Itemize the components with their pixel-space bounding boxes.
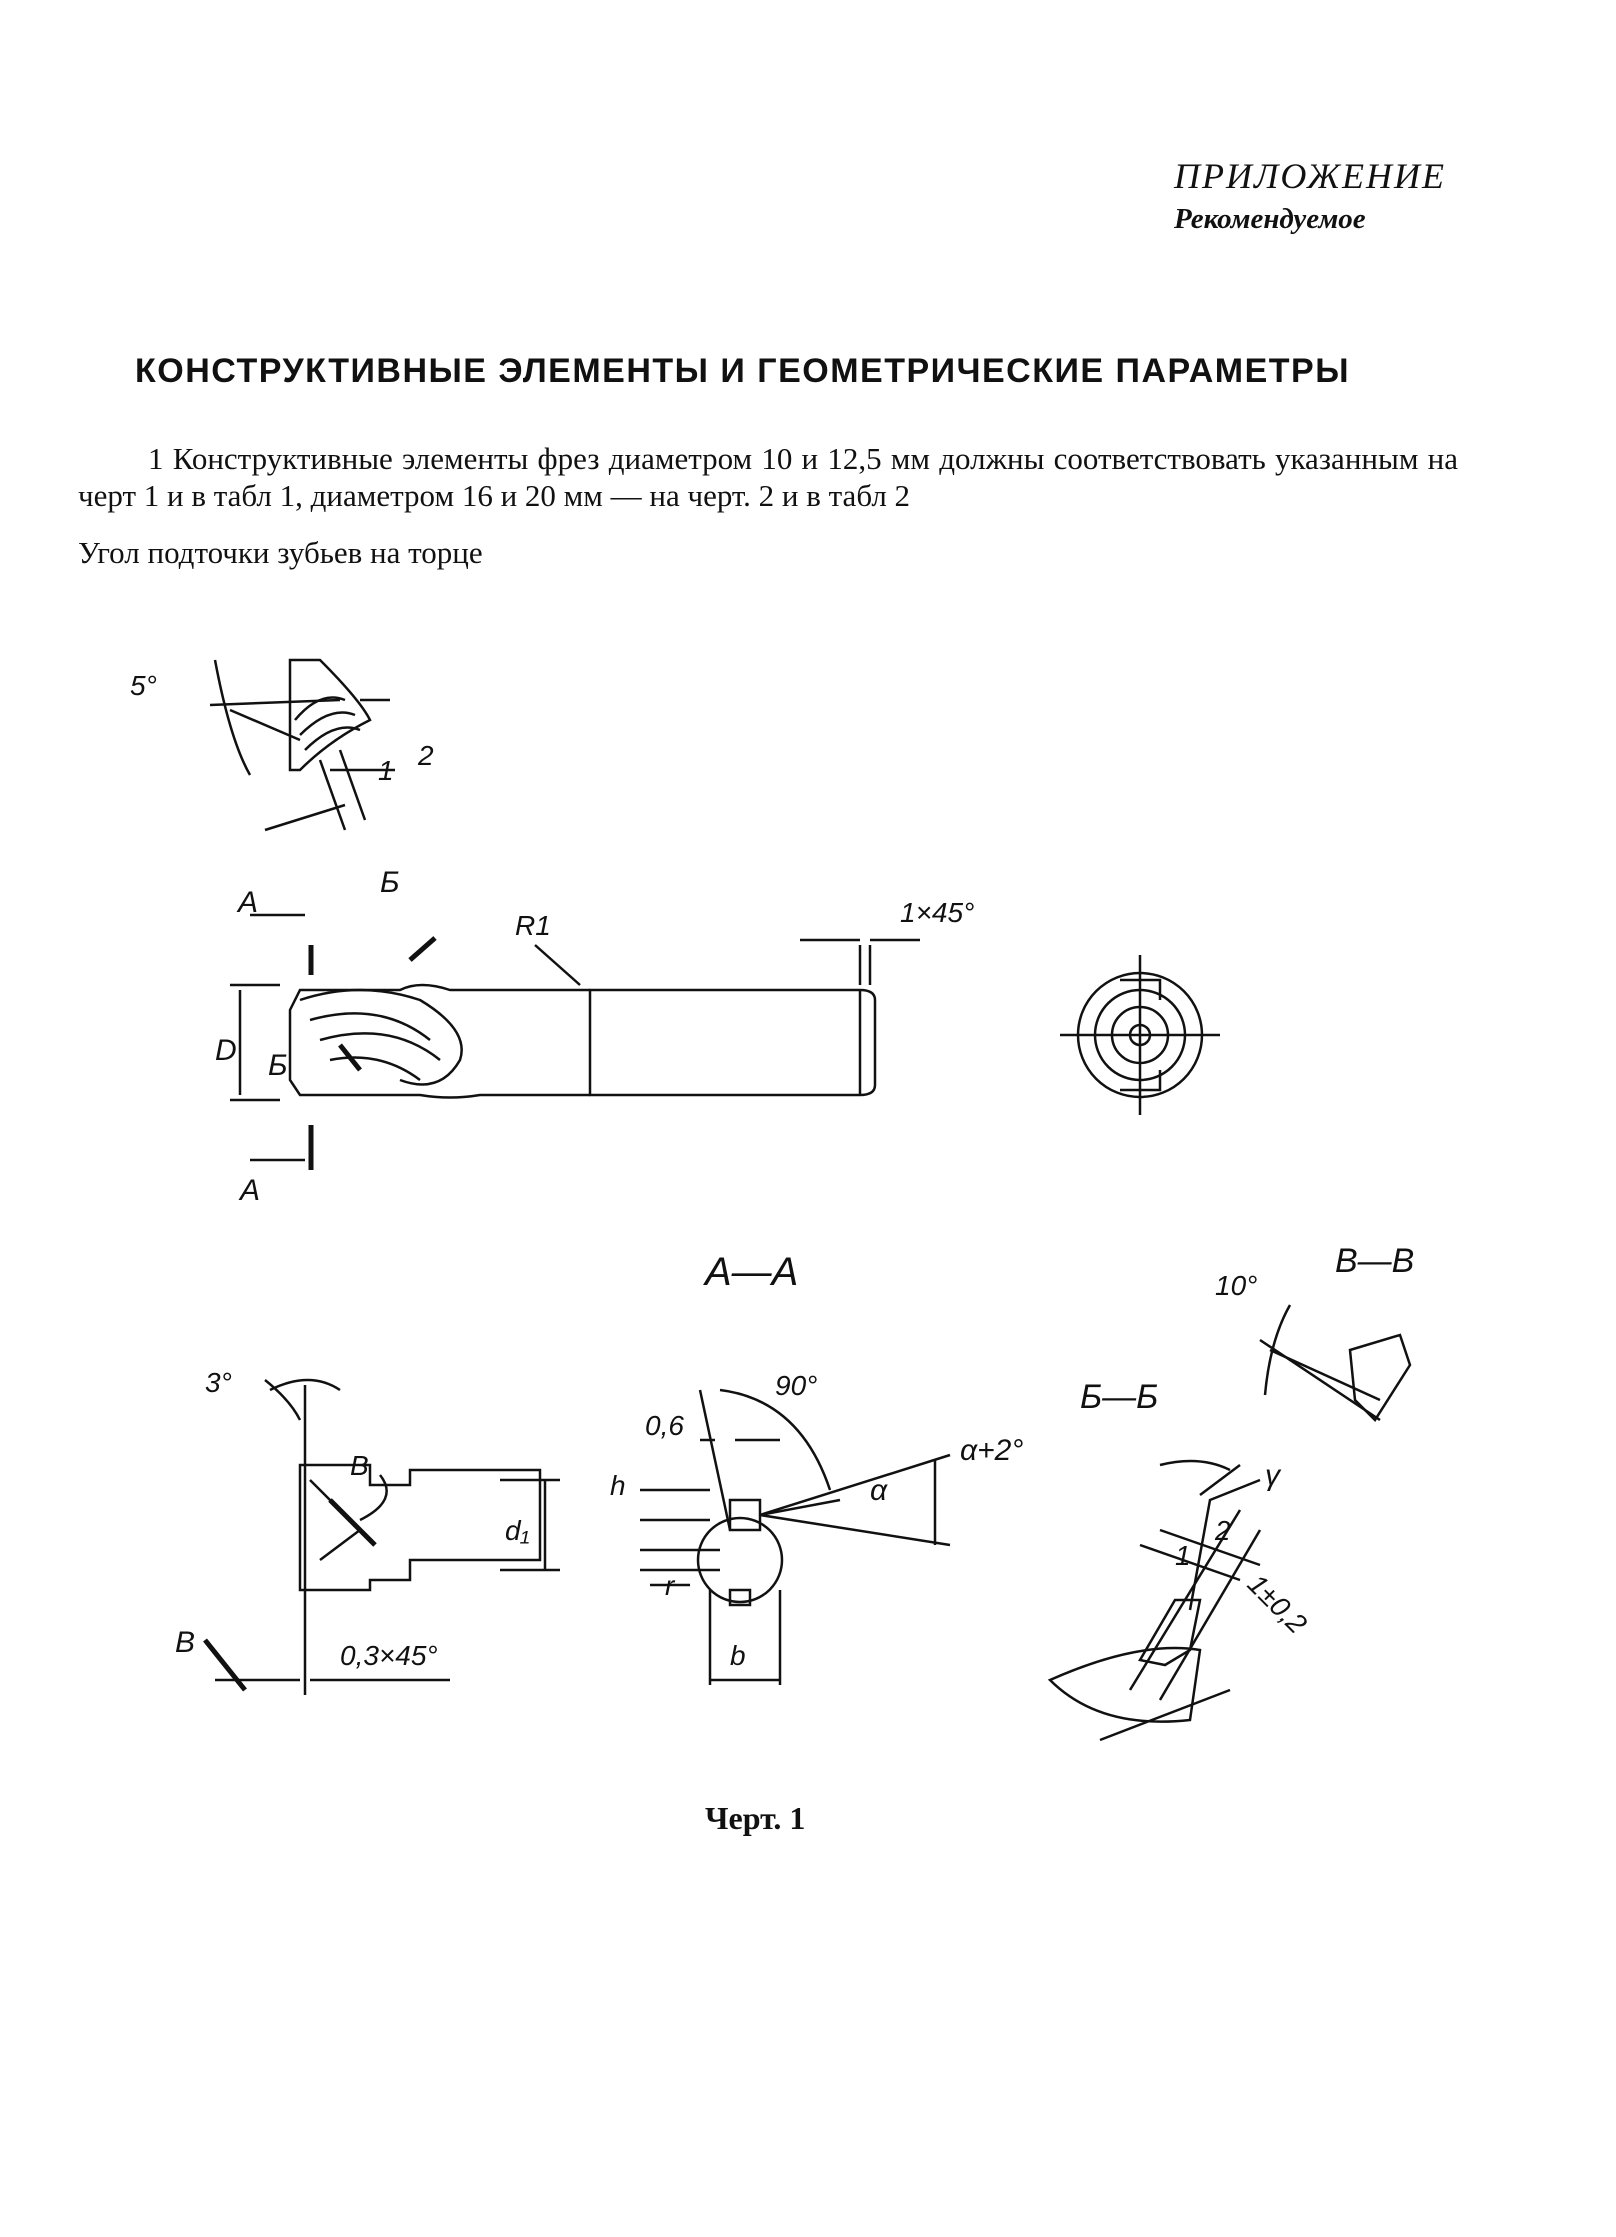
label-section-a-top: А	[236, 886, 258, 919]
label-alpha: α	[870, 1474, 888, 1507]
label-alpha-plus: α+2°	[960, 1434, 1023, 1467]
label-section-v-left: В	[175, 1626, 195, 1659]
section-bb	[1047, 1459, 1262, 1742]
label-dim-h: h	[610, 1470, 626, 1501]
label-view-vv: В—В	[1335, 1242, 1414, 1280]
label-angle-5: 5°	[130, 670, 157, 701]
label-section-a-bottom: А	[238, 1174, 260, 1207]
cutter-side-view	[230, 913, 920, 1170]
label-diameter: D	[215, 1034, 237, 1067]
label-radius: R1	[515, 910, 551, 941]
label-dim-r: r	[665, 1570, 676, 1601]
figure-caption: Черт. 1	[705, 1800, 806, 1836]
cutter-end-view	[1060, 955, 1220, 1115]
label-chamfer-03: 0,3×45°	[340, 1640, 438, 1671]
section-aa-middle	[640, 1388, 951, 1685]
label-section-b-top: Б	[380, 866, 400, 899]
label-d1: d₁	[505, 1515, 530, 1546]
label-tolerance: 1±0,2	[1242, 1568, 1314, 1640]
label-angle-10: 10°	[1215, 1270, 1257, 1301]
label-chamfer: 1×45°	[900, 897, 974, 928]
label-section-b-mid: Б	[268, 1049, 288, 1082]
section-aa-left	[203, 1378, 560, 1695]
label-num-1: 1	[378, 755, 394, 786]
appendix-title: ПРИЛОЖЕНИЕ	[1174, 156, 1446, 196]
body-text: 1 Конструктивные элементы фрез диаметром…	[78, 440, 1458, 571]
label-gamma: γ	[1265, 1459, 1282, 1492]
label-angle-90: 90°	[775, 1370, 817, 1401]
label-dim-06: 0,6	[645, 1410, 684, 1441]
appendix-subtitle: Рекомендуемое	[1174, 203, 1366, 235]
paragraph-2: Угол подточки зубьев на торце	[78, 535, 483, 570]
paragraph-1: 1 Конструктивные элементы фрез диаметром…	[78, 441, 1458, 513]
tooth-detail	[209, 658, 395, 832]
section-vv	[1259, 1304, 1412, 1422]
appendix-block: ПРИЛОЖЕНИЕ Рекомендуемое	[1174, 155, 1446, 236]
label-section-v-small: В	[350, 1450, 369, 1481]
label-dim-b: b	[730, 1640, 746, 1671]
label-angle-3: 3°	[205, 1367, 232, 1398]
label-dim-1: 1	[1175, 1540, 1191, 1571]
label-num-2: 2	[417, 740, 434, 771]
label-dim-2: 2	[1214, 1515, 1231, 1546]
section-heading: КОНСТРУКТИВНЫЕ ЭЛЕМЕНТЫ И ГЕОМЕТРИЧЕСКИЕ…	[135, 352, 1350, 390]
label-view-aa: А—А	[703, 1250, 798, 1294]
label-view-bb: Б—Б	[1080, 1378, 1158, 1416]
